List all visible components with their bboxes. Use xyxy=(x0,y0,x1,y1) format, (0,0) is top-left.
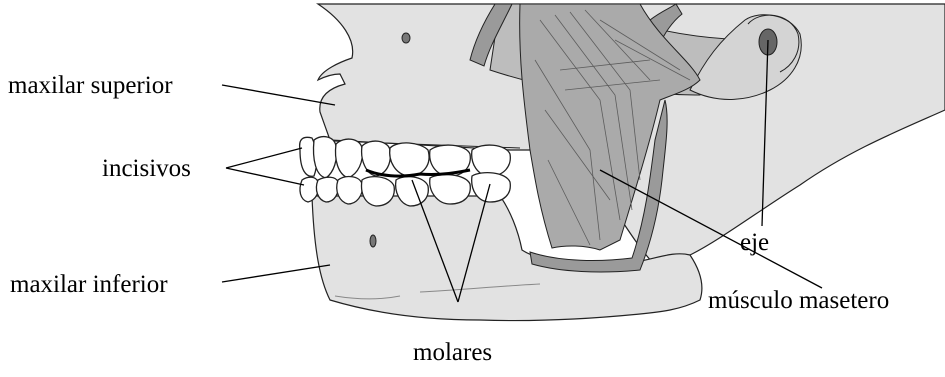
lower-tooth xyxy=(316,177,338,202)
upper-tooth xyxy=(390,143,429,176)
label-eje: eje xyxy=(740,229,769,256)
upper-tooth xyxy=(314,137,337,178)
mental-foramen xyxy=(370,235,376,247)
upper-tooth xyxy=(336,139,363,178)
label-maxilar-inferior: maxilar inferior xyxy=(10,271,168,298)
skull-foramen xyxy=(402,33,410,43)
upper-tooth xyxy=(472,145,511,176)
leader-maxilar-superior xyxy=(222,85,335,105)
label-incisivos: incisivos xyxy=(102,155,191,182)
leader-incisivos-bottom xyxy=(226,168,304,185)
leader-maxilar-inferior xyxy=(222,265,330,282)
label-maxilar-superior: maxilar superior xyxy=(8,72,173,99)
leader-incisivos-top xyxy=(226,148,302,168)
label-molares: molares xyxy=(413,339,492,366)
label-musculo-masetero: músculo masetero xyxy=(708,287,889,314)
lower-tooth xyxy=(362,177,395,206)
